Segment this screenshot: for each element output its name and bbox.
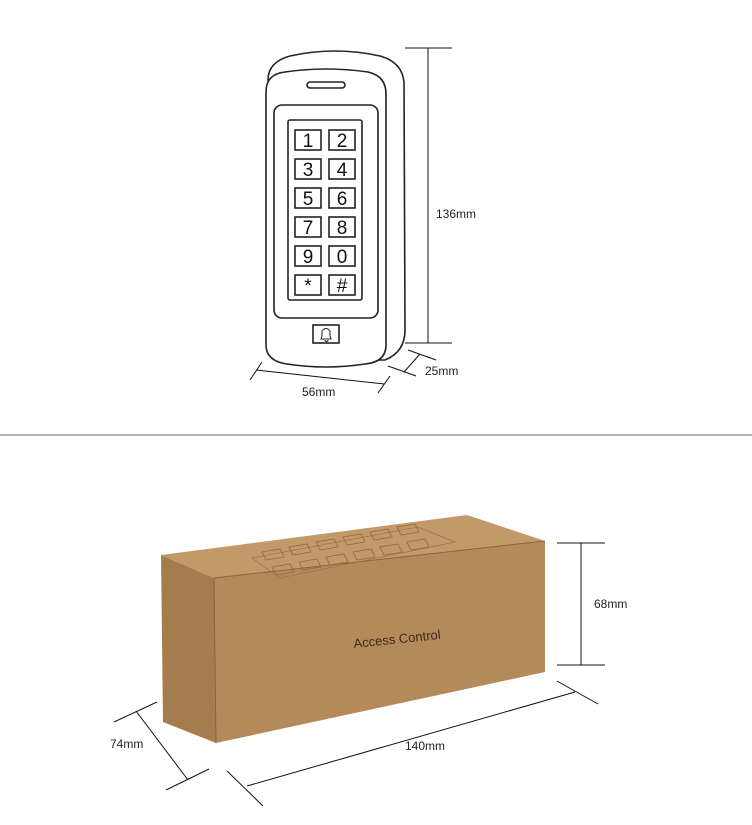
device-width-label: 56mm [302,385,335,399]
key-frame [294,245,322,267]
device-dimension-lines [249,47,452,394]
box-embossed-key [271,563,295,576]
box-embossed-key [315,538,339,551]
box-front-face [214,541,545,743]
key-1: 1 [294,129,322,152]
key-frame [328,245,356,267]
key-3: 3 [294,158,322,181]
key-5: 5 [294,187,322,210]
key-label: 0 [337,247,348,268]
packaging-box: Access Control [161,515,546,744]
key-frame [328,129,356,151]
bell-button [312,324,340,344]
key-8: 8 [328,216,356,239]
box-embossed-key [369,528,393,541]
key-label: * [304,276,312,297]
key-label: 1 [303,131,314,152]
key-frame [328,216,356,238]
box-height-label: 68mm [594,597,627,611]
box-side-face [161,555,216,743]
bell-icon [320,328,332,342]
key-frame [328,274,356,296]
key-7: 7 [294,216,322,239]
box-embossed-key [325,553,349,566]
key-*: * [294,274,322,297]
key-label: 6 [337,189,348,210]
box-embossed-key [298,558,322,571]
key-label: 3 [303,160,314,181]
box-embossed-key [261,548,285,561]
key-label: 4 [337,160,348,181]
key-frame [294,216,322,238]
box-top-face [161,515,545,578]
key-label: 9 [303,247,314,268]
key-frame [294,129,322,151]
key-label: 2 [337,131,348,152]
box-width-label: 74mm [110,737,143,751]
key-label: # [337,276,348,297]
key-label: 5 [303,189,314,210]
key-frame [294,274,322,296]
key-2: 2 [328,129,356,152]
key-frame [294,158,322,180]
key-6: 6 [328,187,356,210]
key-label: 7 [303,218,314,239]
device-height-label: 136mm [436,207,476,221]
box-length-label: 140mm [405,739,445,753]
box-dimension-lines [113,542,605,807]
box-embossed-key [406,538,430,551]
box-embossed-key [352,548,376,561]
key-frame [328,187,356,209]
key-0: 0 [328,245,356,268]
key-4: 4 [328,158,356,181]
box-embossed-key [396,523,420,536]
key-9: 9 [294,245,322,268]
key-label: 8 [337,218,348,239]
box-embossed-key [379,543,403,556]
device-slot [306,81,346,89]
box-embossed-key [288,543,312,556]
keypad-device-drawing: 1 2 3 4 5 6 7 8 9 0 * # [265,50,406,368]
key-frame [328,158,356,180]
box-embossed-key [342,533,366,546]
key-#: # [328,274,356,297]
device-depth-label: 25mm [425,364,458,378]
key-frame [294,187,322,209]
